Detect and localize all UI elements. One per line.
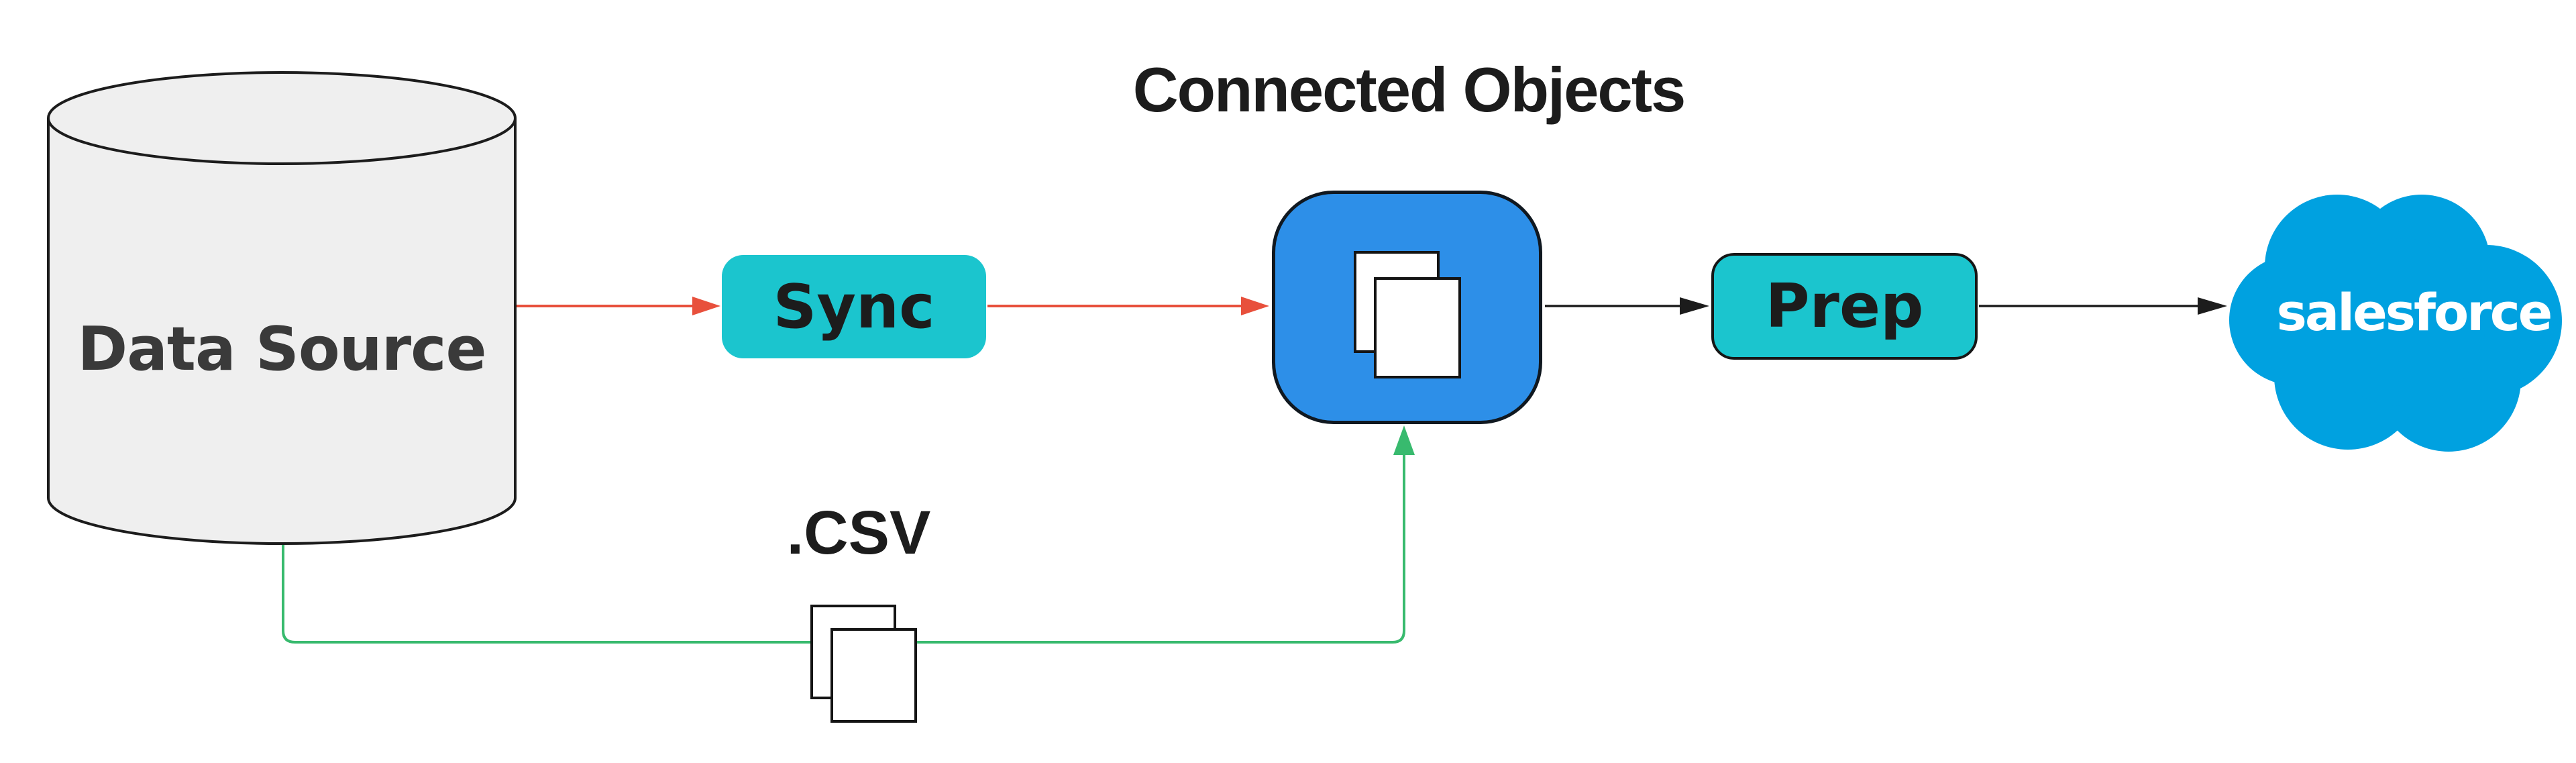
edge-prep-to-salesforce: [1979, 297, 2227, 315]
salesforce-cloud-icon: [2229, 195, 2562, 452]
csv-label: .CSV: [786, 499, 931, 567]
edge-datasource-to-sync: [517, 297, 720, 315]
prep-node: Prep: [1711, 253, 1978, 360]
page-title: Connected Objects: [1132, 54, 1686, 125]
csv-document-icon: [830, 628, 917, 723]
database-cylinder-icon: [47, 71, 517, 545]
document-icon: [1374, 277, 1461, 378]
black-arrowhead-icon: [2198, 297, 2227, 315]
edge-sync-to-objects: [987, 297, 1269, 315]
prep-label: Prep: [1765, 271, 1924, 342]
red-arrowhead-icon: [692, 297, 720, 315]
edge-objects-to-prep: [1545, 297, 1709, 315]
green-arrowhead-icon: [1393, 425, 1415, 455]
black-arrowhead-icon: [1680, 297, 1709, 315]
connected-objects-icon: [1272, 191, 1542, 424]
red-arrowhead-icon: [1241, 297, 1269, 315]
salesforce-wordmark: salesforce: [2276, 282, 2553, 342]
sync-label: Sync: [773, 271, 935, 342]
data-source-label: Data Source: [77, 313, 486, 385]
sync-node: Sync: [722, 255, 986, 358]
